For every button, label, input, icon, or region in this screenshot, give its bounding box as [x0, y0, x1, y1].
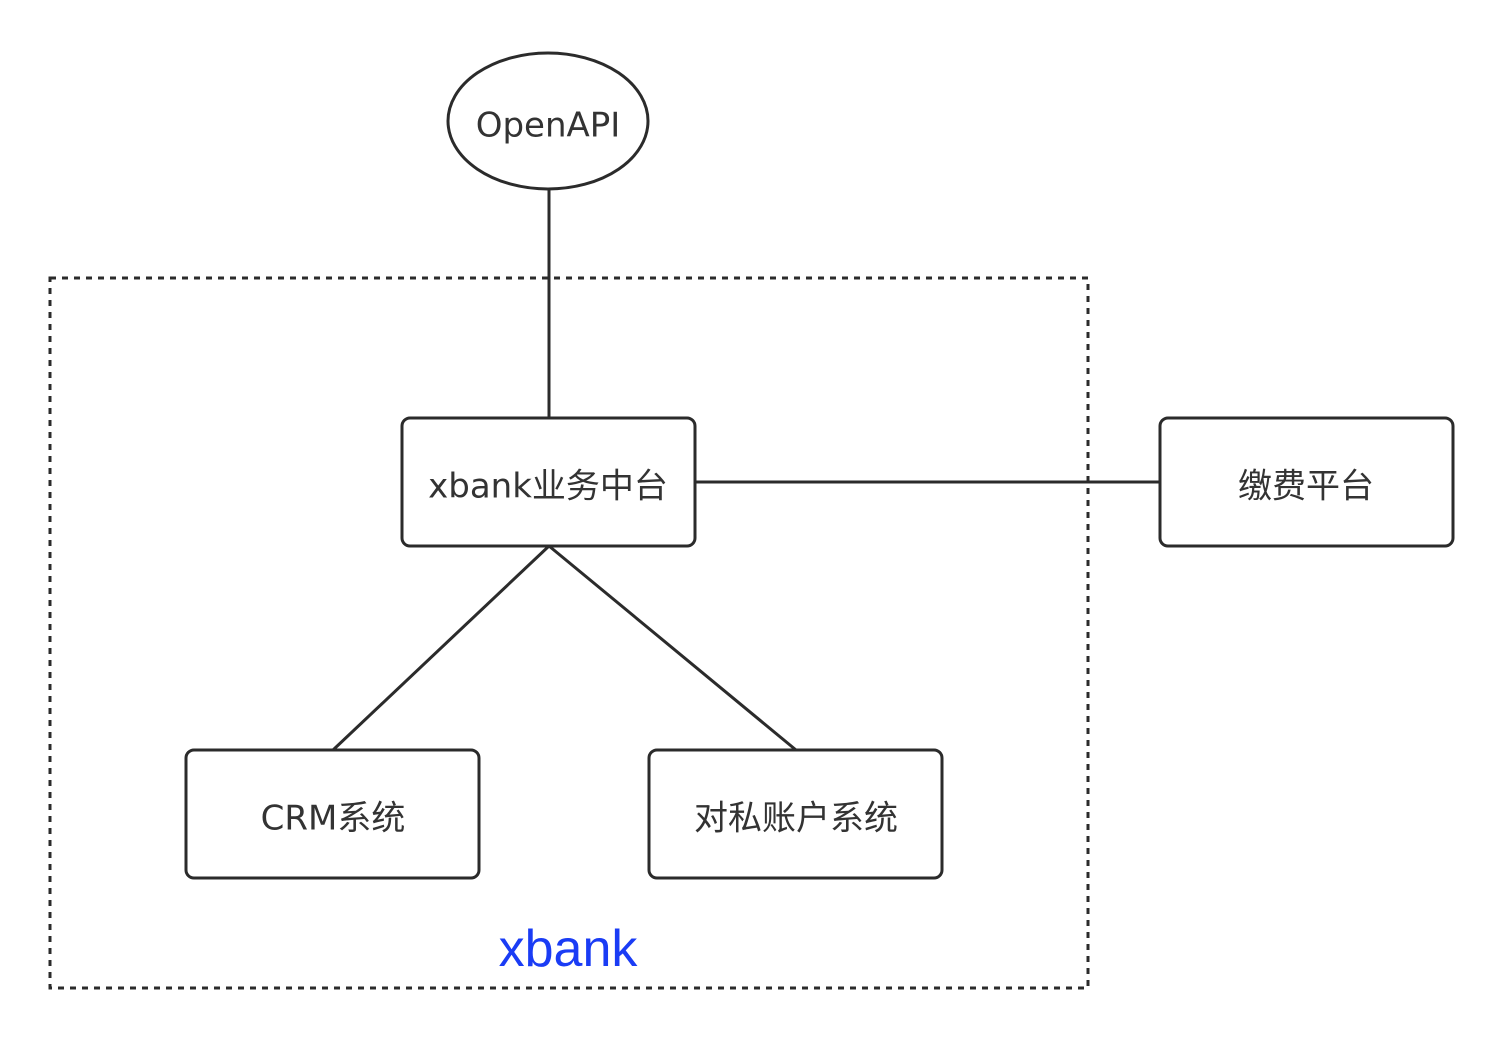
private-account-system-box: [647, 748, 944, 880]
middle-platform-label: xbank业务中台: [428, 467, 668, 507]
node-payment-platform[interactable]: 缴费平台: [1158, 416, 1455, 548]
node-xbank-middle-platform[interactable]: xbank业务中台: [400, 416, 697, 548]
openapi-ellipse: [446, 51, 650, 191]
private-account-system-label: 对私账户系统: [694, 799, 898, 839]
xbank-group-label: xbank: [499, 920, 639, 978]
crm-system-label: CRM系统: [261, 799, 406, 839]
node-crm-system[interactable]: CRM系统: [184, 748, 481, 880]
middle-platform-box: [400, 416, 697, 548]
edge-middle-to-private-account: [548, 544, 797, 752]
payment-platform-label: 缴费平台: [1238, 467, 1374, 507]
edge-middle-to-crm: [331, 544, 551, 752]
openapi-label: OpenAPI: [476, 106, 621, 146]
node-openapi[interactable]: OpenAPI: [446, 51, 650, 191]
crm-system-box: [184, 748, 481, 880]
payment-platform-box: [1158, 416, 1455, 548]
xbank-group-boundary: [48, 276, 1090, 990]
node-private-account-system[interactable]: 对私账户系统: [647, 748, 944, 880]
